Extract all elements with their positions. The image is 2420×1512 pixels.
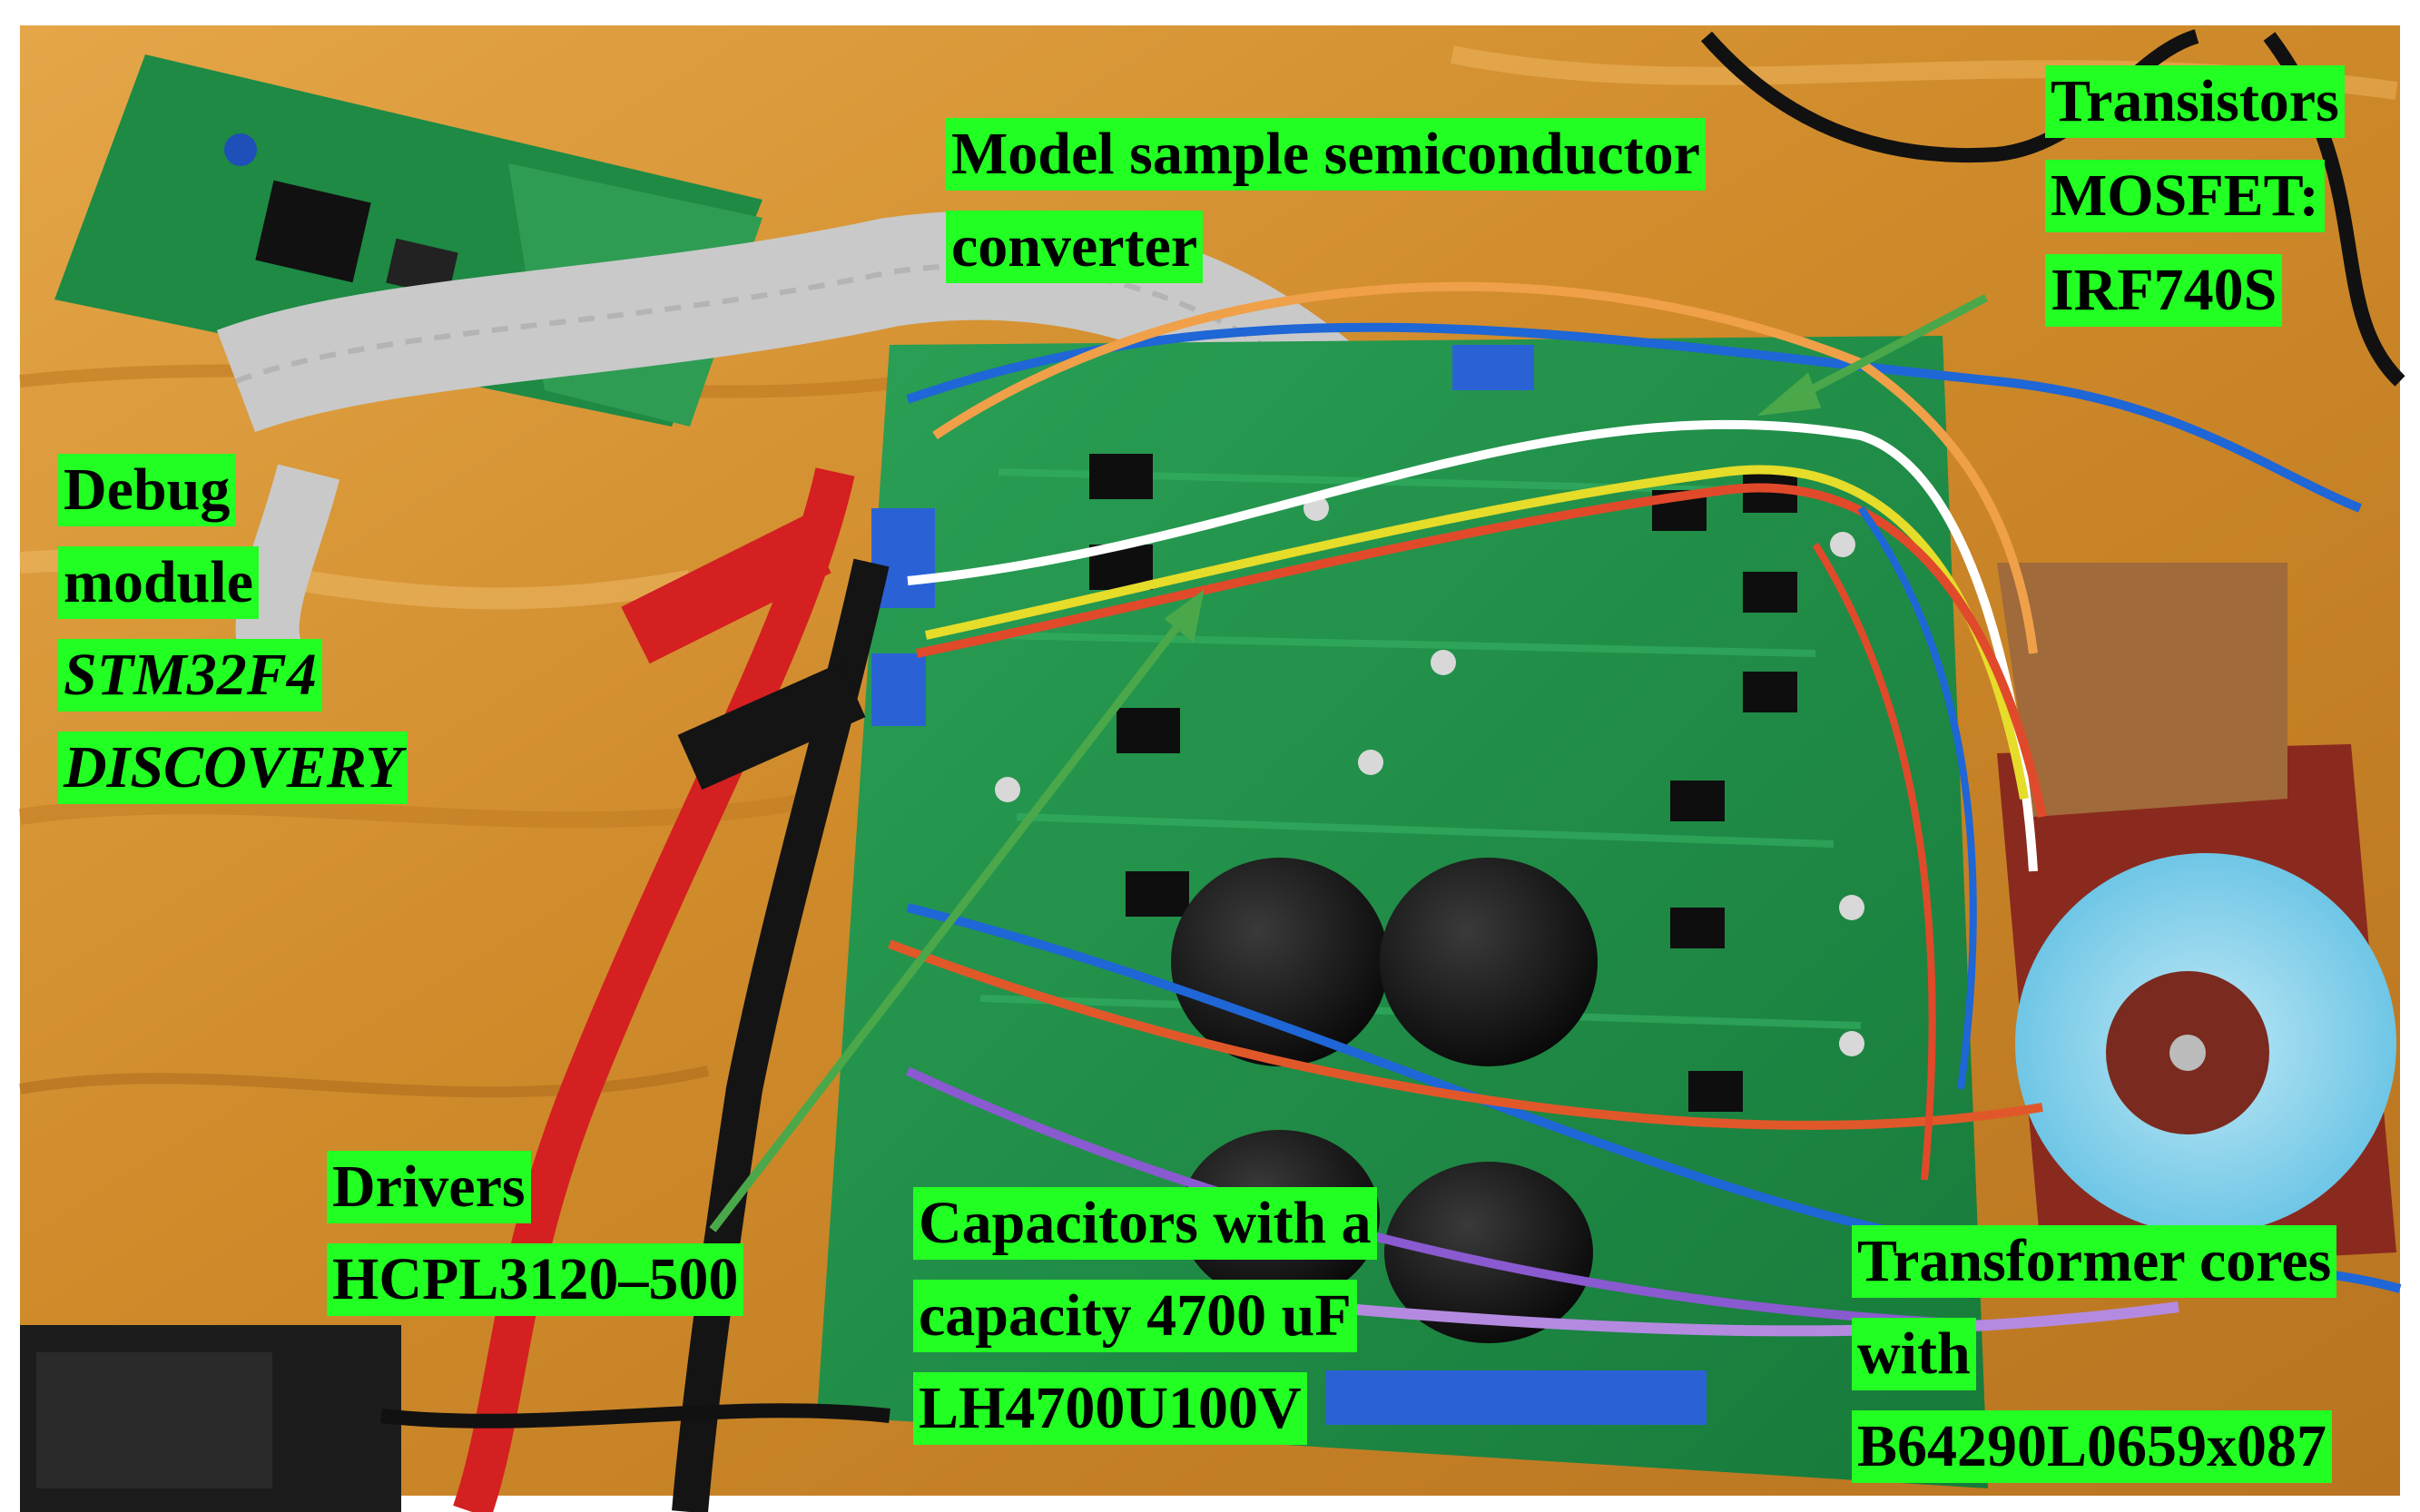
wires: [888, 29, 2405, 1337]
label-line: STM32F4: [58, 639, 322, 712]
label-line: Debug: [58, 454, 236, 526]
label-line: HCPL3120–500: [327, 1243, 744, 1316]
label-line: LH4700U100V: [913, 1372, 1307, 1445]
label-line: Transformer cores: [1852, 1225, 2337, 1298]
label-line: Model sample semiconductor: [946, 118, 1706, 191]
label-line: IRF740S: [2045, 254, 2283, 327]
label-line: Capacitors with a: [913, 1187, 1377, 1260]
test-leads: [453, 467, 890, 1512]
label-line: B64290L0659x087: [1852, 1410, 2333, 1483]
pointer-arrows: [709, 294, 1989, 1232]
label-line: Transistors: [2045, 65, 2345, 138]
ribbon-cable: [216, 211, 1442, 668]
transistors-pointer: [1790, 294, 1989, 403]
label-line: DISCOVERY: [58, 731, 408, 804]
label-line: converter: [946, 211, 1204, 283]
transformer-assembly: [1997, 563, 2396, 1271]
label-line: Drivers: [327, 1151, 531, 1223]
label-line: with: [1852, 1318, 1976, 1390]
drivers-pointer: [709, 614, 1188, 1232]
label-line: module: [58, 546, 260, 619]
label-line: MOSFET:: [2045, 160, 2325, 232]
power-supply: [20, 1325, 890, 1512]
label-line: capacity 4700 uF: [913, 1280, 1357, 1352]
